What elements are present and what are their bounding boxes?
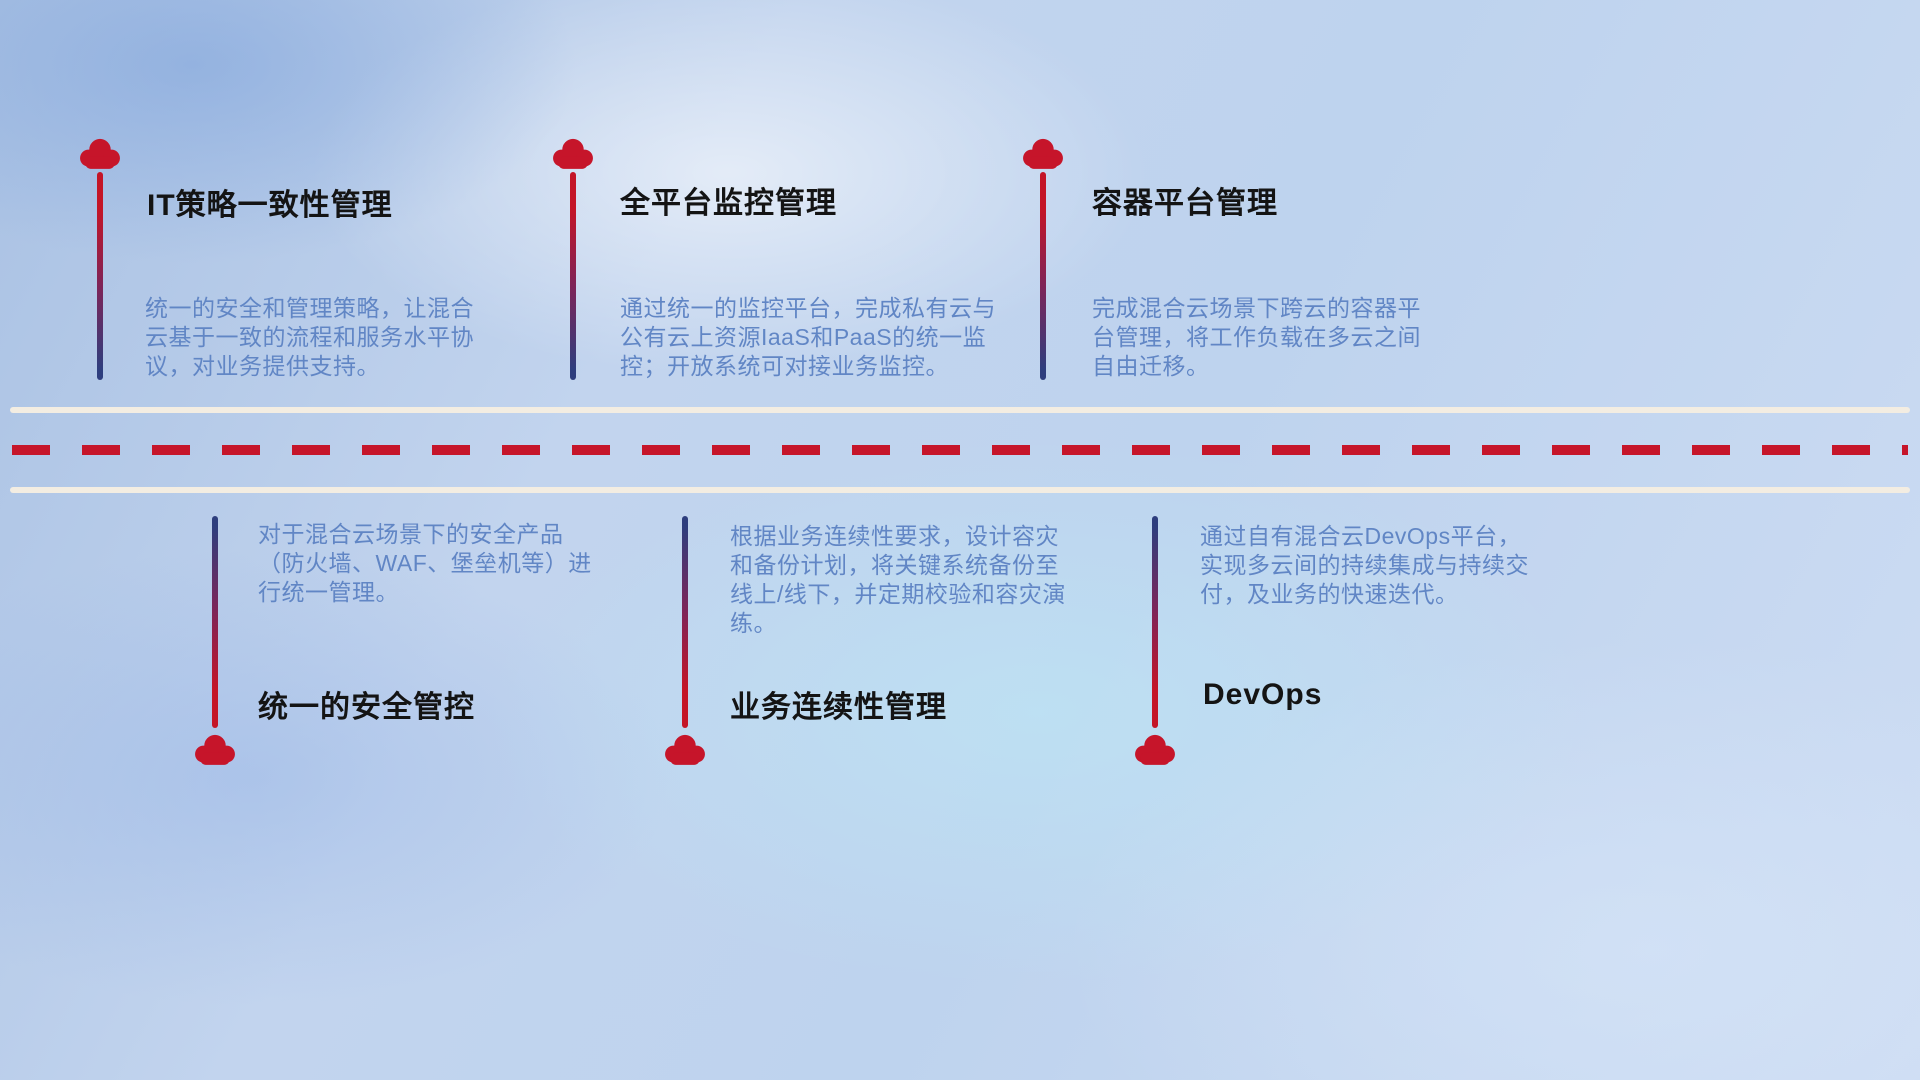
- connector-line: [1152, 516, 1158, 728]
- connector-line: [682, 516, 688, 728]
- item-description: 统一的安全和管理策略，让混合云基于一致的流程和服务水平协议，对业务提供支持。: [145, 295, 474, 379]
- item-description: 根据业务连续性要求，设计容灾和备份计划，将关键系统备份至线上/线下，并定期校验和…: [730, 523, 1066, 636]
- road-line-top: [10, 407, 1910, 413]
- item-description: 通过统一的监控平台，完成私有云与公有云上资源IaaS和PaaS的统一监控；开放系…: [620, 295, 996, 379]
- road-dashed-centerline: [12, 445, 1908, 455]
- cloud-icon: [192, 732, 238, 767]
- item-title: 全平台监控管理: [620, 187, 837, 220]
- item-title: 容器平台管理: [1092, 187, 1278, 220]
- item-description: 通过自有混合云DevOps平台，实现多云间的持续集成与持续交付，及业务的快速迭代…: [1200, 523, 1529, 607]
- cloud-icon: [550, 136, 596, 171]
- cloud-icon: [1020, 136, 1066, 171]
- item-title: IT策略一致性管理: [147, 189, 393, 222]
- connector-line: [570, 172, 576, 380]
- item-title: DevOps: [1203, 678, 1323, 711]
- road-line-bottom: [10, 487, 1910, 493]
- item-title: 统一的安全管控: [258, 691, 475, 724]
- cloud-icon: [662, 732, 708, 767]
- cloud-icon: [1132, 732, 1178, 767]
- cloud-icon: [77, 136, 123, 171]
- connector-line: [212, 516, 218, 728]
- connector-line: [1040, 172, 1046, 380]
- item-description: 对于混合云场景下的安全产品（防火墙、WAF、堡垒机等）进行统一管理。: [258, 521, 592, 605]
- connector-line: [97, 172, 103, 380]
- item-title: 业务连续性管理: [730, 691, 947, 724]
- item-description: 完成混合云场景下跨云的容器平台管理，将工作负载在多云之间自由迁移。: [1092, 295, 1421, 379]
